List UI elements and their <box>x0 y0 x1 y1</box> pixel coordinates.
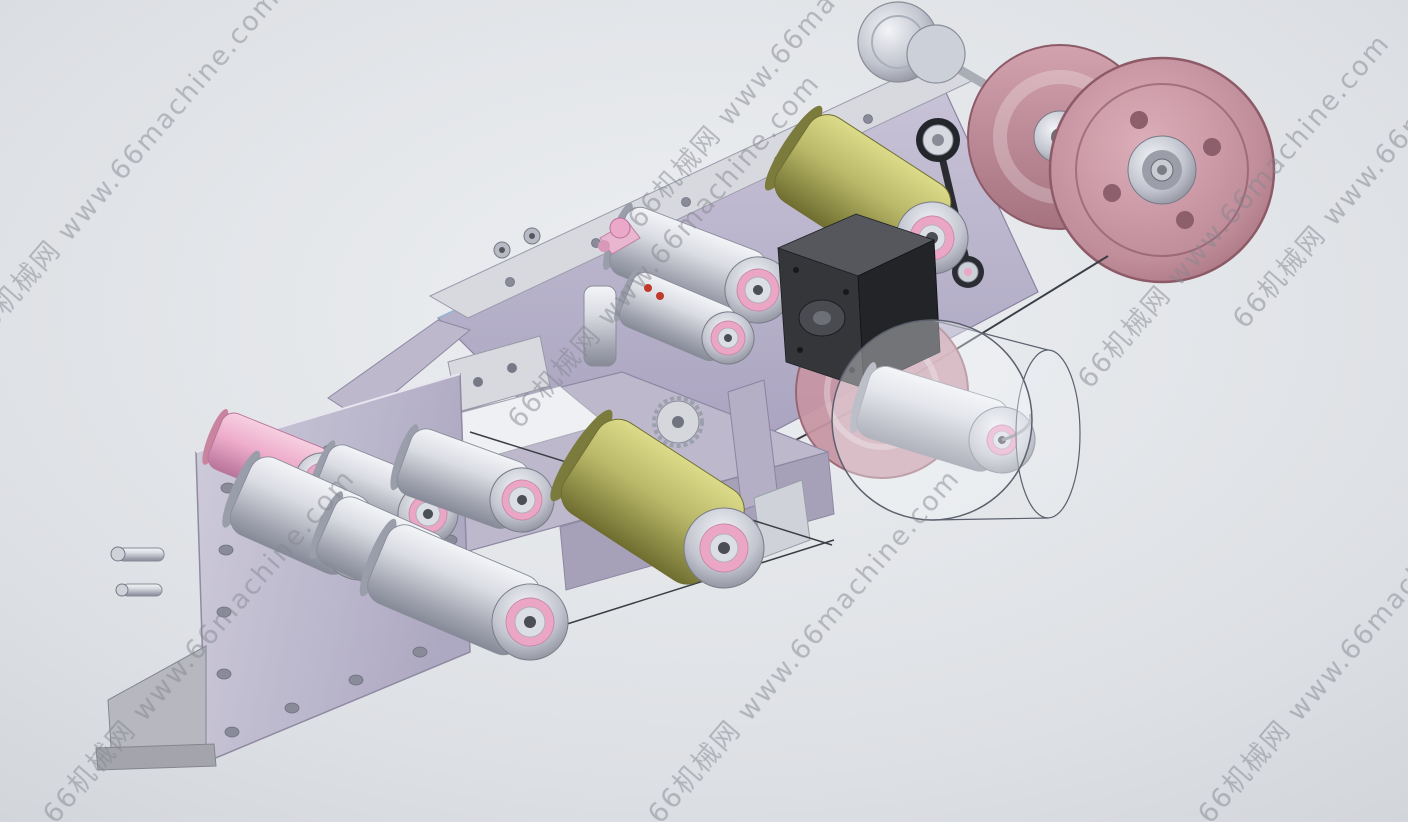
guide-roller-upper-2 <box>614 268 755 365</box>
gear-center <box>672 416 684 428</box>
reel-bolt-hole <box>1203 138 1221 156</box>
reel-bolt-hole <box>1103 184 1121 202</box>
pin-head <box>110 546 126 562</box>
idler-pulley-upper-center <box>932 134 944 146</box>
rail-hole <box>863 114 873 124</box>
plate-hole <box>284 702 300 714</box>
tensioner-screw <box>507 363 517 373</box>
foot-flange <box>95 743 217 771</box>
pink-knob <box>609 217 631 239</box>
motor-screw <box>849 367 855 373</box>
spindle-disc-small <box>906 24 966 84</box>
reel-hub-nut <box>1157 165 1167 175</box>
vertical-post <box>583 285 617 367</box>
lower-roller-cluster <box>202 408 569 661</box>
roller-cap-hole <box>753 285 763 295</box>
motor-screw <box>797 347 803 353</box>
material-roll-ghost <box>831 319 1081 521</box>
rail-hole <box>505 277 515 287</box>
core-wire <box>1001 413 1033 442</box>
pink-knob-cluster <box>598 217 664 300</box>
reel-disc-front-ring <box>1075 83 1249 257</box>
motor-screw <box>793 267 799 273</box>
pink-knob-small <box>598 240 610 252</box>
pin-head <box>115 583 129 597</box>
roller-cap-hole <box>517 495 527 505</box>
roller-cap-hole <box>524 616 536 628</box>
plate-hole <box>218 544 234 556</box>
motor-side-face <box>857 239 941 389</box>
motor-shaft <box>813 311 831 325</box>
rail-hole <box>681 197 691 207</box>
guide-roller-lower-5 <box>359 518 569 661</box>
reel-bolt-hole <box>1130 111 1148 129</box>
red-indicator <box>644 284 652 292</box>
knurled-gear <box>652 396 704 448</box>
guide-roller-lower-2 <box>390 424 555 533</box>
drive-roller-lower <box>550 409 765 589</box>
support-pins <box>110 546 165 597</box>
gear-teeth <box>652 396 704 448</box>
motor-screw <box>843 289 849 295</box>
rail-counterbore-center <box>499 247 505 253</box>
stepper-motor <box>776 213 941 389</box>
guide-roller-upper-1 <box>603 202 792 324</box>
ghost-back-face <box>1015 349 1081 519</box>
machine-assembly <box>95 1 1276 771</box>
reel-assembly <box>967 44 1276 284</box>
ghost-top-edge <box>931 319 1049 351</box>
plate-hole <box>412 646 428 658</box>
ghost-front-face <box>831 319 1033 521</box>
reel-bolt-hole <box>1176 211 1194 229</box>
ghost-bottom-edge <box>931 517 1049 521</box>
roller-cap-hole <box>718 542 730 554</box>
plate-hole <box>348 674 364 686</box>
upper-roller-group <box>583 202 792 367</box>
tensioner-screw <box>473 377 483 387</box>
roller-cap-hole <box>724 334 732 342</box>
idler-pulley-lower-center <box>964 268 972 276</box>
plate-hole <box>216 606 232 618</box>
rail-counterbore-center <box>529 233 535 239</box>
roller-cap-hole <box>423 509 433 519</box>
web-line-lower <box>547 539 835 631</box>
red-indicator <box>656 292 664 300</box>
plate-hole <box>216 668 232 680</box>
plate-hole <box>224 726 240 738</box>
